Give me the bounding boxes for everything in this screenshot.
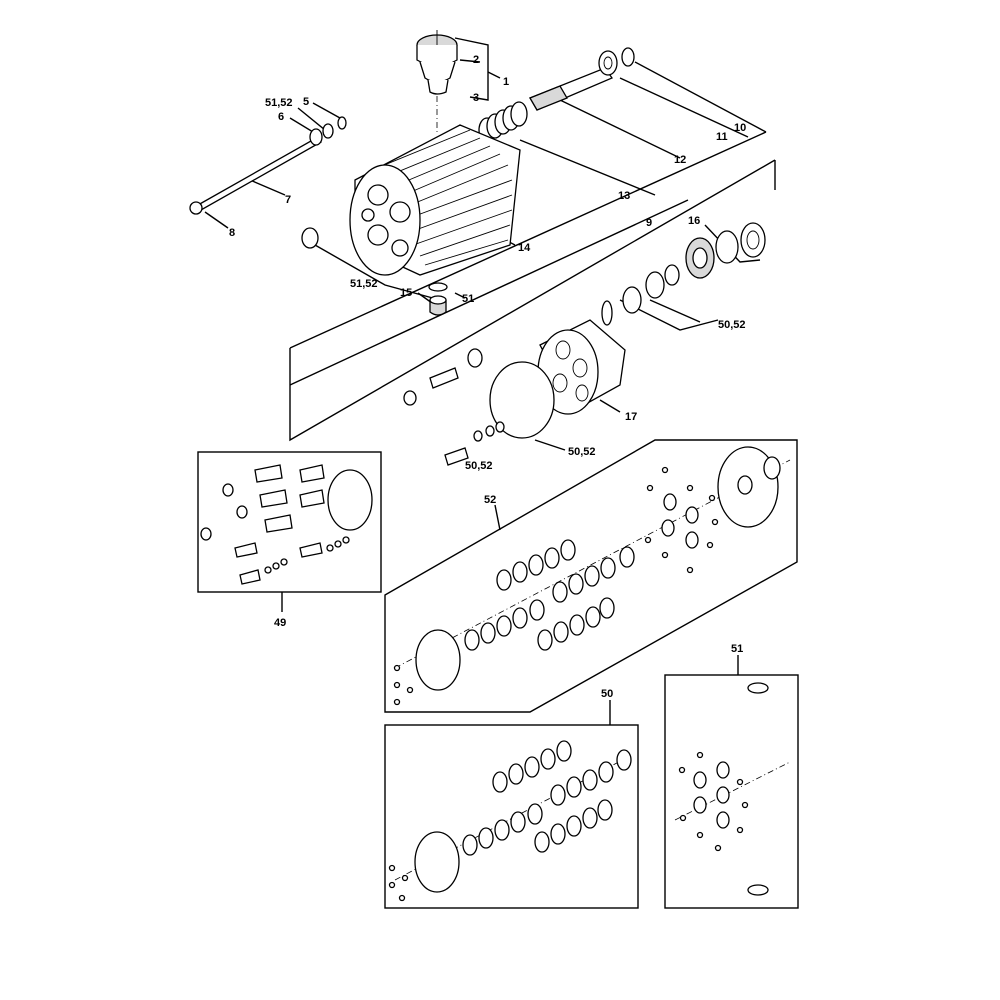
bearing-parts (601, 222, 766, 326)
washer-parts-top (309, 116, 347, 146)
callout-6: 6 (278, 111, 284, 123)
callout-labels: 1 2 3 5 51,52 6 7 8 9 10 11 12 13 14 15 … (229, 54, 746, 700)
kit-49-contents (200, 464, 373, 585)
callout-51-kit: 51 (731, 643, 743, 655)
callout-7: 7 (285, 194, 291, 206)
callout-13: 13 (618, 190, 630, 202)
callout-15: 15 (400, 287, 412, 299)
callout-49: 49 (274, 617, 286, 629)
callout-17: 17 (625, 411, 637, 423)
callout-50-52-left: 50,52 (465, 460, 493, 472)
callout-50-52-lower: 50,52 (568, 446, 596, 458)
valve-cap-part (416, 30, 458, 135)
kit-52-contents (393, 446, 791, 706)
callout-10: 10 (734, 122, 746, 134)
callout-5: 5 (303, 96, 309, 108)
callout-11: 11 (716, 131, 728, 143)
kit-49-frame (197, 451, 382, 593)
piston-shaft-part (529, 47, 635, 111)
kit-51-contents (674, 682, 791, 896)
callout-51-52-top: 51,52 (265, 97, 293, 109)
kit-51-frame (664, 674, 799, 909)
callout-50: 50 (601, 688, 613, 700)
callout-51-52-mid: 51,52 (350, 278, 378, 290)
bolt-part (189, 136, 322, 215)
callout-9: 9 (646, 217, 652, 229)
seal-part-mid (301, 227, 319, 249)
callout-51-mid: 51 (462, 293, 474, 305)
callout-12: 12 (674, 154, 686, 166)
callout-1: 1 (503, 76, 509, 88)
kit-50-contents (388, 740, 633, 902)
kit-52-frame (384, 439, 798, 713)
callout-2: 2 (473, 54, 479, 66)
callout-52: 52 (484, 494, 496, 506)
callout-8: 8 (229, 227, 235, 239)
valve-parts (403, 348, 555, 466)
callout-14: 14 (518, 242, 531, 254)
kit-50-frame (384, 724, 639, 909)
callout-3: 3 (473, 92, 479, 104)
plug-part (428, 282, 448, 316)
callout-16: 16 (688, 215, 700, 227)
callout-50-52-right: 50,52 (718, 319, 746, 331)
pump-head-part (349, 124, 521, 276)
leader-lines (204, 37, 776, 725)
